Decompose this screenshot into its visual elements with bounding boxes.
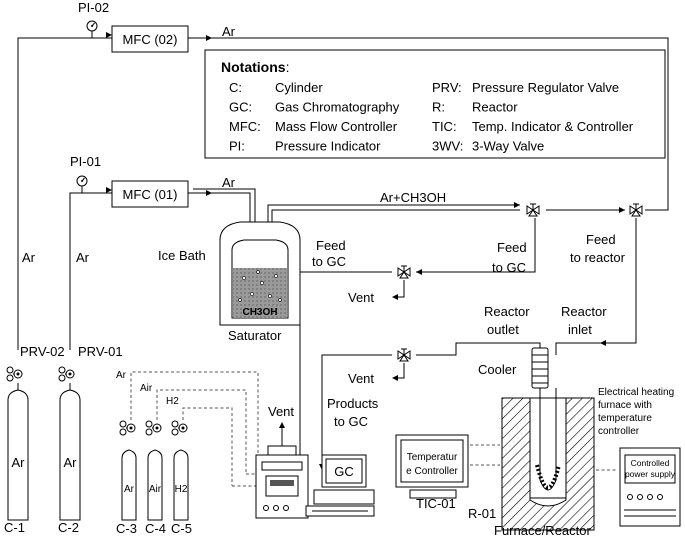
pi-02-label: PI-02 <box>78 0 109 15</box>
reactor-outlet-line2: outlet <box>487 322 519 337</box>
r-01-label: R-01 <box>468 506 496 521</box>
pressure-indicator-01 <box>76 175 88 193</box>
cylinder-c2-gas: Ar <box>64 455 78 470</box>
notation-left-abbr: PI: <box>229 139 245 154</box>
power-label-line2: power supply <box>625 469 676 479</box>
tic-label-line2: e Controller <box>406 466 458 477</box>
cooler-label: Cooler <box>478 362 517 377</box>
notation-right-desc: Pressure Regulator Valve <box>472 80 619 95</box>
notation-right-abbr: TIC: <box>432 119 457 134</box>
three-way-valve-feed-gc[interactable] <box>526 203 540 217</box>
feed-gc-1-line2: to GC <box>312 254 346 269</box>
power-supply: Controlled power supply <box>619 447 681 527</box>
feed-gc-1-line1: Feed <box>316 238 346 253</box>
cylinder-c2-label: C-2 <box>58 520 79 535</box>
vent-2-label: Vent <box>348 371 374 386</box>
ar-left-1-label: Ar <box>22 250 36 265</box>
furnace-note-line3: temperature <box>598 413 652 424</box>
ice-bath-label: Ice Bath <box>158 248 206 263</box>
cylinder-c5-label: C-5 <box>171 521 192 536</box>
cylinder-c4-gas: Air <box>149 484 162 495</box>
cylinder-c4-label: C-4 <box>145 521 166 536</box>
cylinder-c3: Ar <box>119 420 137 521</box>
cylinder-c5-gas: H2 <box>175 484 188 495</box>
feed-gc-2-line1: Feed <box>497 240 527 255</box>
notation-left-abbr: C: <box>229 80 242 95</box>
vent-3-label: Vent <box>268 404 294 419</box>
ar-left-2-label: Ar <box>76 250 90 265</box>
furnace-note-line4: controller <box>598 426 640 437</box>
reactor-inlet-line2: inlet <box>568 322 592 337</box>
ar-ch3oh-label: Ar+CH3OH <box>380 190 446 205</box>
pressure-indicator-02 <box>86 20 98 38</box>
cylinder-c1-gas: Ar <box>12 455 26 470</box>
saturator: CH3OH <box>219 221 301 326</box>
notation-left-desc: Mass Flow Controller <box>275 119 398 134</box>
power-label-line1: Controlled <box>631 458 670 468</box>
line-h2-small-label: H2 <box>166 396 179 407</box>
notation-left-abbr: MFC: <box>229 119 261 134</box>
furnace-note-line1: Electrical heating <box>598 387 674 398</box>
furnace-reactor-label: Furnace/Reactor <box>494 523 591 538</box>
notation-right-abbr: R: <box>432 100 445 115</box>
cylinder-c1-label: C-1 <box>4 520 25 535</box>
ch3oh-label: CH3OH <box>242 307 277 318</box>
mfc-02-label: MFC (02) <box>123 32 178 47</box>
mfc-01-label: MFC (01) <box>123 187 178 202</box>
furnace-note-line2: furnace with <box>598 400 652 411</box>
mfc-01-box[interactable]: MFC (01) <box>111 180 189 208</box>
tic-label-line1: Temperatur <box>407 452 458 463</box>
furnace-reactor <box>501 347 618 531</box>
text-labels: PI-02 PI-01 Ar Ar Ar+CH3OH Ar Ar Ice Bat… <box>4 0 674 538</box>
cylinder-c1: Ar <box>6 366 29 521</box>
tic-01-label: TIC-01 <box>416 496 456 511</box>
products-line2: to GC <box>334 414 368 429</box>
products-line1: Products <box>327 396 379 411</box>
notations-title-suffix: : <box>286 59 290 75</box>
notation-left-desc: Cylinder <box>275 80 323 95</box>
three-way-valve-feed-reactor[interactable] <box>629 203 643 217</box>
feed-reactor-line2: to reactor <box>570 250 626 265</box>
pi-01-label: PI-01 <box>70 154 101 169</box>
notations-title: Notations <box>221 59 286 75</box>
cylinder-c3-gas: Ar <box>124 484 135 495</box>
feed-reactor-line1: Feed <box>586 232 616 247</box>
line-air-small-label: Air <box>140 383 153 394</box>
prv-01-label: PRV-01 <box>78 344 123 359</box>
vent-1-label: Vent <box>348 290 374 305</box>
saturator-label: Saturator <box>228 328 282 343</box>
cylinder-c4: Air <box>145 420 163 521</box>
reactor-outlet-line1: Reactor <box>484 304 530 319</box>
notation-right-desc: Reactor <box>472 100 518 115</box>
cooler-coil <box>531 347 549 389</box>
three-way-valve-vent-2[interactable] <box>397 348 411 362</box>
notation-right-desc: 3-Way Valve <box>472 139 544 154</box>
notation-left-desc: Pressure Indicator <box>275 139 381 154</box>
notation-left-abbr: GC: <box>229 100 252 115</box>
notation-right-desc: Temp. Indicator & Controller <box>472 119 634 134</box>
gc-label: GC <box>334 464 354 479</box>
ar-mfc01-label: Ar <box>222 175 236 190</box>
notation-right-abbr: 3WV: <box>432 139 463 154</box>
cylinder-c2: Ar <box>58 366 81 521</box>
gc-instrument: GC <box>255 422 375 519</box>
ar-top-label: Ar <box>222 24 236 39</box>
notation-right-abbr: PRV: <box>432 80 462 95</box>
three-way-valve-vent-1[interactable] <box>397 265 411 279</box>
cylinder-c5: H2 <box>171 420 189 521</box>
tic-01-controller: Temperatur e Controller <box>395 434 500 499</box>
feed-gc-2-line2: to GC <box>492 260 526 275</box>
notation-left-desc: Gas Chromatography <box>275 100 400 115</box>
reactor-inlet-line1: Reactor <box>561 304 607 319</box>
mfc-02-box[interactable]: MFC (02) <box>111 25 189 53</box>
line-ar-small-label: Ar <box>116 370 127 381</box>
prv-02-label: PRV-02 <box>20 344 65 359</box>
cylinder-c3-label: C-3 <box>116 521 137 536</box>
svg-text:Notations:: Notations: <box>221 59 289 75</box>
